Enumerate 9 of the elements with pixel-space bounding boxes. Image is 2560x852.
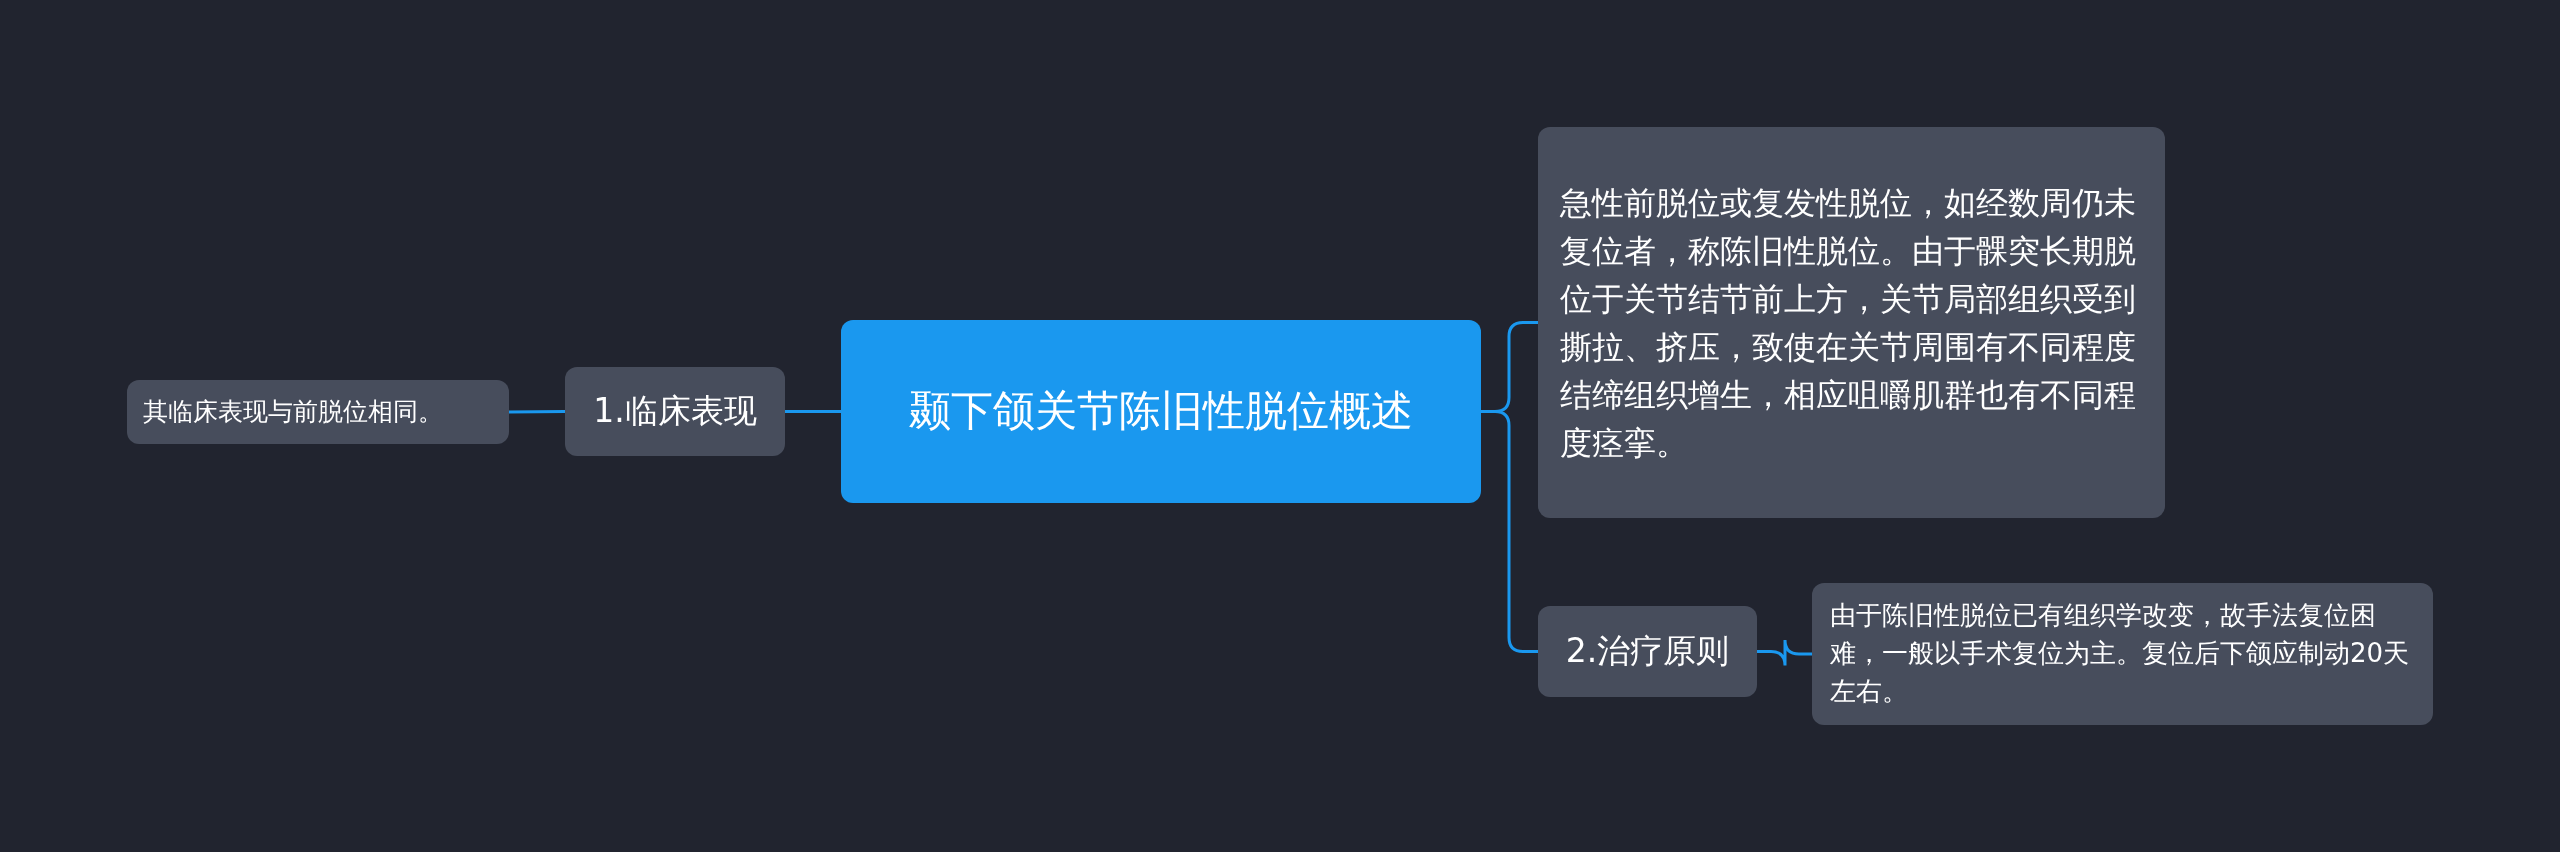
note-box: 其临床表现与前脱位相同。 xyxy=(127,380,509,444)
connector-line xyxy=(509,410,565,414)
subtopic-box: 1.临床表现 xyxy=(565,367,785,456)
connector-line xyxy=(1757,638,1812,667)
subtopic-box: 2.治疗原则 xyxy=(1538,606,1757,697)
topic-box: 颞下颌关节陈旧性脱位概述 xyxy=(841,320,1481,503)
note-box: 由于陈旧性脱位已有组织学改变，故手法复位困难，一般以手术复位为主。复位后下颌应制动20天左右。 xyxy=(1812,583,2433,725)
note-box: 急性前脱位或复发性脱位，如经数周仍未复位者，称陈旧性脱位。由于髁突长期脱位于关节结节前上方，关节局部组织受到撕拉、挤压，致使在关节周围有不同程度结缔组织增生，相应咀嚼肌群也有不同程度痉挛。 xyxy=(1538,127,2165,518)
connector-line xyxy=(785,410,841,413)
